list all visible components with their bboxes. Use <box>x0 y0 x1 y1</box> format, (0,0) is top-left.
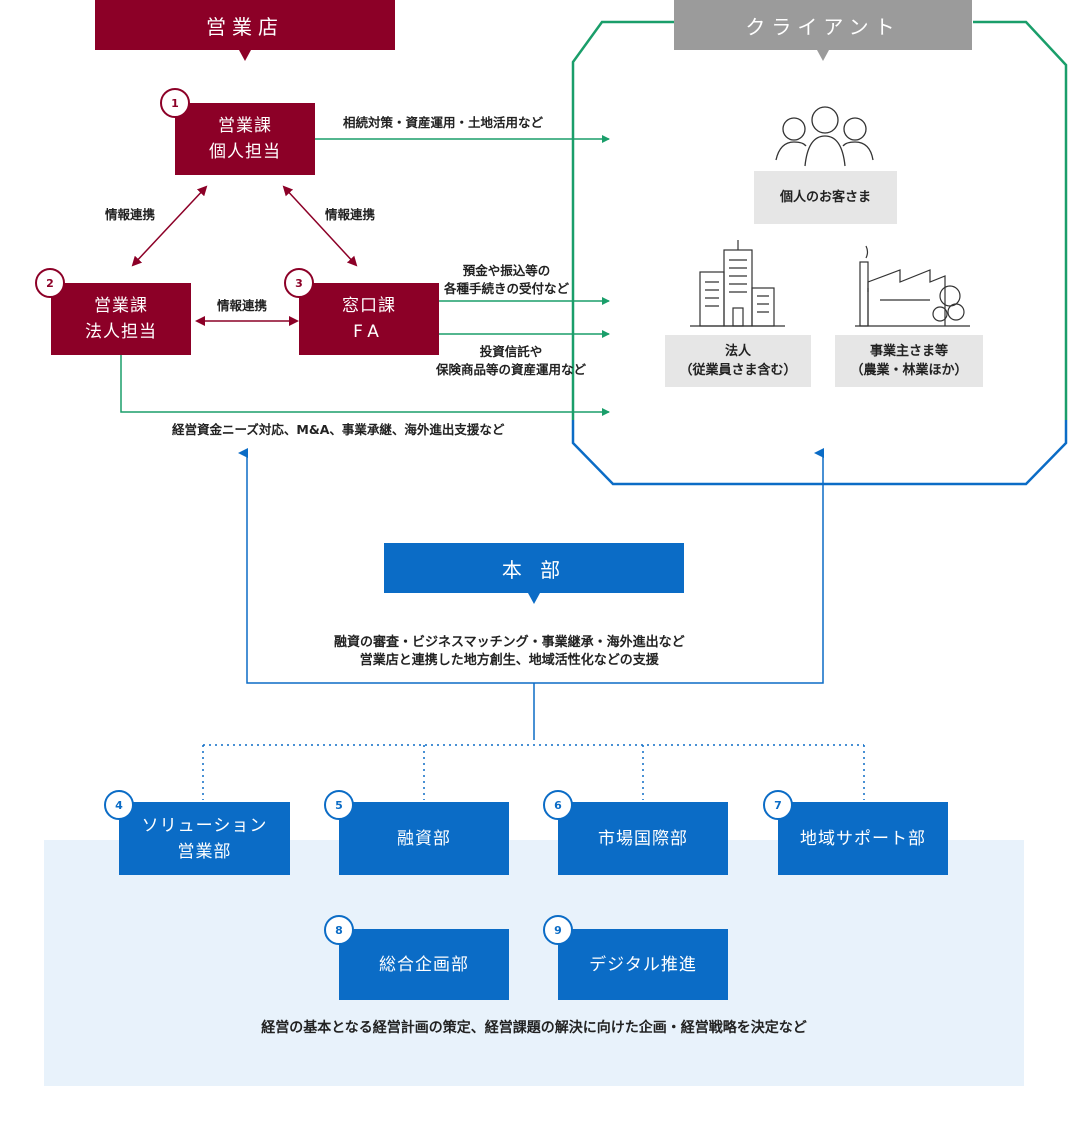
factory-icon <box>855 245 970 327</box>
buildings-icon <box>690 240 785 327</box>
info-sharing-label: 情報連携 <box>105 207 156 222</box>
flow-label-individual: 相続対策・資産運用・土地活用など <box>343 115 544 130</box>
dept-number-6: 6 <box>543 790 573 820</box>
client-frame-bottom <box>571 420 1068 486</box>
branch-unit-corporate: 営業課法人担当 <box>51 283 191 355</box>
bottom-description: 経営の基本となる経営計画の策定、経営課題の解決に向けた企画・経営戦略を決定など <box>261 1020 807 1036</box>
dept-planning: 総合企画部 <box>339 929 509 1000</box>
dept-number-5: 5 <box>324 790 354 820</box>
people-icon <box>775 106 874 167</box>
dept-number-4: 4 <box>104 790 134 820</box>
dept-number-7: 7 <box>763 790 793 820</box>
unit-number-1: 1 <box>160 88 190 118</box>
dept-loan: 融資部 <box>339 802 509 875</box>
dept-number-8: 8 <box>324 915 354 945</box>
client-header: クライアント <box>674 0 972 61</box>
client-individual: 個人のお客さま <box>754 171 897 224</box>
info-sharing-label: 情報連携 <box>325 207 376 222</box>
client-business: 事業主さま等（農業・林業ほか） <box>835 335 983 387</box>
unit-number-3: 3 <box>284 268 314 298</box>
departments-panel <box>44 840 1024 1086</box>
dept-market-intl: 市場国際部 <box>558 802 728 875</box>
unit-number-2: 2 <box>35 268 65 298</box>
client-corporate: 法人（従業員さま含む） <box>665 335 811 387</box>
branch-unit-individual: 営業課個人担当 <box>175 103 315 175</box>
info-sharing-label: 情報連携 <box>217 298 268 313</box>
flow-label-window-top: 預金や振込等の各種手続きの受付など <box>444 263 570 296</box>
dept-digital: デジタル推進 <box>558 929 728 1000</box>
flow-label-corporate: 経営資金ニーズ対応、M&A、事業承継、海外進出支援など <box>172 422 505 437</box>
hq-header: 本 部 <box>384 543 684 604</box>
dept-regional-support: 地域サポート部 <box>778 802 948 875</box>
hq-description: 融資の審査・ビジネスマッチング・事業継承・海外進出など営業店と連携した地方創生、… <box>334 635 685 668</box>
dept-number-9: 9 <box>543 915 573 945</box>
client-frame-top <box>571 20 1068 420</box>
dept-solution-sales: ソリューション営業部 <box>119 802 290 875</box>
branch-header: 営業店 <box>95 0 395 61</box>
flow-label-window-bottom: 投資信託や保険商品等の資産運用など <box>436 344 587 377</box>
